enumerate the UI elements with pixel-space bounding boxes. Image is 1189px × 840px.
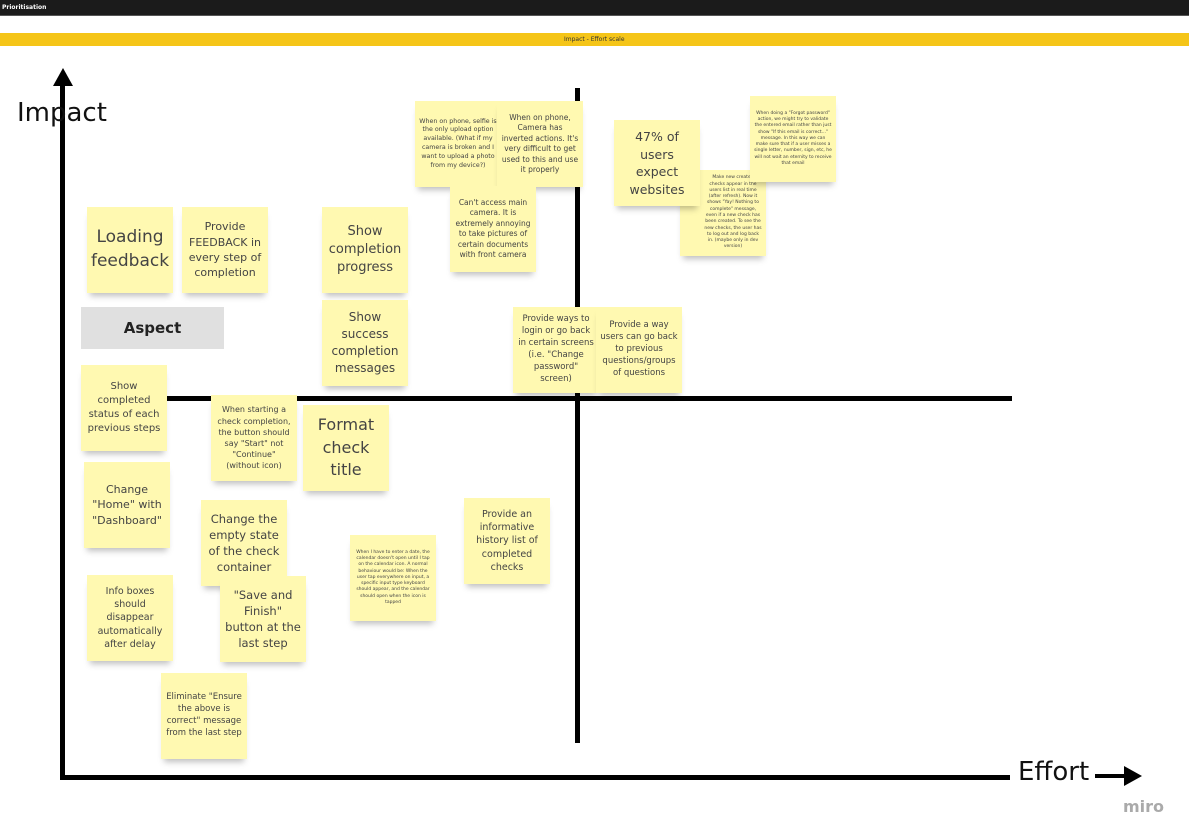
note-text: 47% of users expect websites <box>629 129 685 197</box>
board-title: Prioritisation <box>2 4 47 11</box>
note-text: Change the empty state of the check cont… <box>208 511 280 575</box>
note-text: Eliminate "Ensure the above is correct" … <box>166 692 242 738</box>
sticky-note[interactable]: 47% of users expect websites <box>614 120 700 206</box>
note-text: Provide ways to login or go back in cert… <box>518 314 594 384</box>
sticky-note[interactable]: When on phone, Camera has inverted actio… <box>497 101 583 187</box>
y-axis-arrow-icon <box>53 68 73 86</box>
sticky-note[interactable]: Provide FEEDBACK in every step of comple… <box>182 207 268 293</box>
sticky-note[interactable]: Can't access main camera. It is extremel… <box>450 186 536 272</box>
note-text: Loading feedback <box>90 227 170 271</box>
sticky-note[interactable]: "Save and Finish" button at the last ste… <box>220 576 306 662</box>
sticky-note[interactable]: Show completed status of each previous s… <box>81 365 167 451</box>
sticky-note[interactable]: Show success completion messages <box>322 300 408 386</box>
effort-arrow-line <box>1095 774 1127 778</box>
sticky-note[interactable]: Provide ways to login or go back in cert… <box>513 307 599 393</box>
note-text: Make new created checks appear in the us… <box>704 175 762 250</box>
x-axis-arrow-icon <box>1124 766 1142 786</box>
sticky-note[interactable]: When starting a check completion, the bu… <box>211 395 297 481</box>
sticky-note[interactable]: Info boxes should disappear automaticall… <box>87 575 173 661</box>
sticky-note[interactable]: Change "Home" with "Dashboard" <box>84 462 170 548</box>
y-axis-label: Impact <box>17 98 107 128</box>
note-text: "Save and Finish" button at the last ste… <box>225 587 301 651</box>
note-text: Show completion progress <box>328 223 402 276</box>
note-text: When doing a "Forgot password" action, w… <box>754 110 832 167</box>
note-text: Show completed status of each previous s… <box>87 381 161 434</box>
note-text: Provide a way users can go back to previ… <box>600 320 678 378</box>
note-text: Show success completion messages <box>331 310 399 375</box>
sticky-note[interactable]: Eliminate "Ensure the above is correct" … <box>161 673 247 759</box>
note-text: When on phone, selfie is the only upload… <box>419 117 497 169</box>
sticky-note[interactable]: Provide a way users can go back to previ… <box>596 307 682 393</box>
board-header: Prioritisation <box>0 0 1189 16</box>
sticky-note[interactable]: When doing a "Forgot password" action, w… <box>750 96 836 182</box>
note-text: When I have to enter a date, the calenda… <box>356 549 430 606</box>
note-text: Can't access main camera. It is extremel… <box>455 197 531 260</box>
miro-logo: miro <box>1123 797 1165 816</box>
x-axis-line <box>60 775 1010 780</box>
note-text: When on phone, Camera has inverted actio… <box>501 112 579 175</box>
note-text: Format check title <box>317 415 375 480</box>
quadrant-horizontal-divider <box>140 396 1012 401</box>
sticky-note[interactable]: Provide an informative history list of c… <box>464 498 550 584</box>
x-axis-label: Effort <box>1018 757 1090 787</box>
sticky-note[interactable]: Format check title <box>303 405 389 491</box>
sticky-note[interactable]: Show completion progress <box>322 207 408 293</box>
sticky-note[interactable]: Change the empty state of the check cont… <box>201 500 287 586</box>
quadrant-vertical-divider <box>575 88 580 743</box>
note-text: When starting a check completion, the bu… <box>217 405 291 471</box>
sticky-note[interactable]: Loading feedback <box>87 207 173 293</box>
note-text: Provide FEEDBACK in every step of comple… <box>188 220 262 280</box>
frame-title: Impact - Effort scale <box>564 36 625 43</box>
aspect-label[interactable]: Aspect <box>81 307 224 349</box>
sticky-note[interactable]: When I have to enter a date, the calenda… <box>350 535 436 621</box>
frame-title-bar[interactable]: Impact - Effort scale <box>0 33 1189 46</box>
sticky-note[interactable]: When on phone, selfie is the only upload… <box>415 101 501 187</box>
y-axis-line <box>60 84 65 779</box>
note-text: Provide an informative history list of c… <box>476 508 538 573</box>
note-text: Change "Home" with "Dashboard" <box>92 482 162 527</box>
note-text: Info boxes should disappear automaticall… <box>97 585 163 650</box>
